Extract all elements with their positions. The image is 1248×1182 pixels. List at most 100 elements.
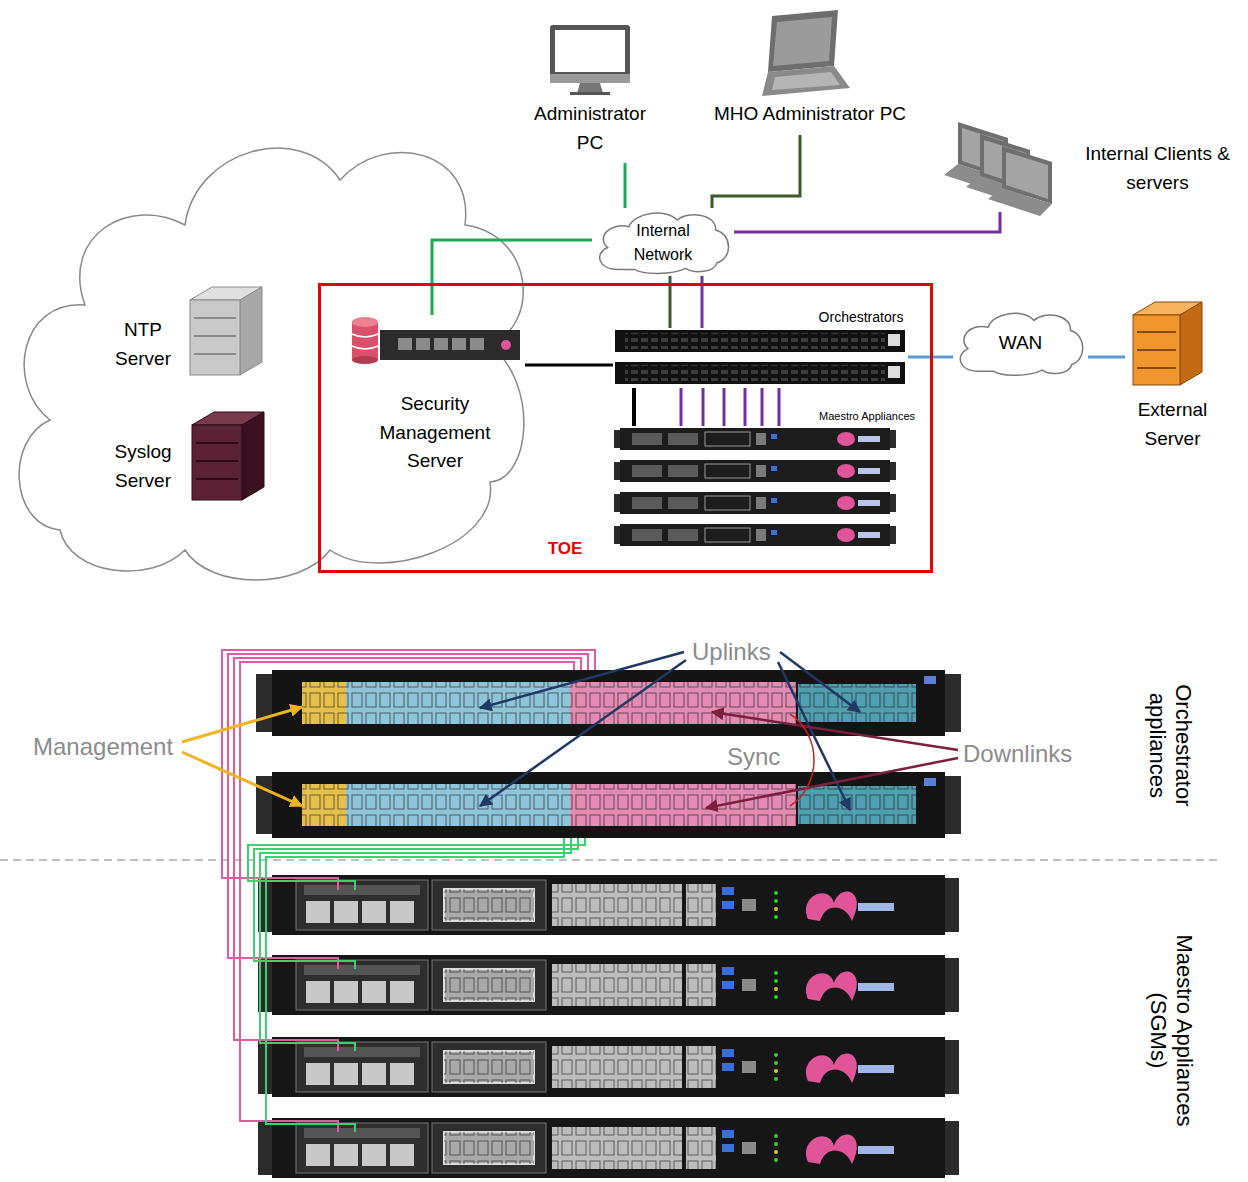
connector-line bbox=[702, 388, 705, 426]
orchestrator-body bbox=[615, 362, 905, 384]
callout-label: Sync bbox=[727, 743, 780, 772]
sync-link bbox=[790, 714, 814, 806]
connector-line bbox=[432, 240, 592, 315]
downlink-cable bbox=[260, 838, 571, 1051]
section-label: Orchestrator appliances bbox=[1144, 670, 1197, 820]
connector-line bbox=[525, 364, 613, 367]
client-group-node: Internal Clients & servers bbox=[940, 112, 1245, 212]
connector-line bbox=[778, 388, 781, 426]
orchestrator-body bbox=[615, 330, 905, 352]
maestro-unit-small bbox=[614, 524, 896, 546]
leader-arrow bbox=[480, 652, 684, 708]
connector-line bbox=[761, 388, 764, 426]
cloud-outline bbox=[960, 313, 1082, 375]
server-node: NTP Server bbox=[95, 280, 270, 380]
monitor-frame bbox=[550, 25, 630, 83]
sgm-unit bbox=[258, 955, 959, 1015]
server-side bbox=[242, 412, 264, 500]
callout-label: Management bbox=[33, 733, 173, 762]
callout-label: Downlinks bbox=[963, 740, 1072, 769]
orchestrator-unit bbox=[256, 670, 961, 736]
node-label: Administrator PC bbox=[525, 100, 655, 157]
downlink-cable bbox=[248, 838, 585, 890]
node-label: MHO Administrator PC bbox=[695, 100, 925, 129]
node-label: External Server bbox=[1125, 396, 1220, 453]
logo bbox=[501, 340, 511, 350]
leader-arrow bbox=[480, 660, 686, 806]
monitor-base bbox=[570, 92, 610, 95]
leader-arrow bbox=[182, 752, 302, 806]
rj45-port bbox=[398, 338, 412, 350]
maestro-unit-small bbox=[614, 428, 896, 450]
node-label: Security Management Server bbox=[365, 390, 505, 476]
separator-line bbox=[0, 859, 1222, 861]
monitor-stand bbox=[577, 83, 603, 93]
laptop-keyboard bbox=[772, 72, 840, 90]
server-front bbox=[190, 300, 240, 375]
database-cylinder bbox=[352, 322, 378, 360]
maestro-unit-small bbox=[614, 492, 896, 514]
status-panel bbox=[888, 334, 900, 346]
cable-group bbox=[222, 650, 595, 1132]
server-front bbox=[192, 425, 242, 500]
node-label: WAN bbox=[963, 329, 1078, 358]
wan-cloud: WAN bbox=[953, 308, 1088, 378]
leader-arrow bbox=[780, 652, 860, 712]
database-bottom bbox=[352, 356, 378, 364]
leader-arrow bbox=[182, 707, 302, 742]
cable-group bbox=[248, 838, 585, 1132]
laptop-display bbox=[773, 17, 832, 66]
server-side bbox=[240, 287, 262, 375]
server-slots bbox=[196, 443, 238, 479]
cloud-outline bbox=[19, 148, 524, 580]
appliance-body bbox=[380, 330, 520, 360]
rj45-port bbox=[416, 338, 430, 350]
rj45-port bbox=[470, 338, 484, 350]
section-label: Maestro Appliances (SGMs) bbox=[1144, 923, 1197, 1138]
monitor-screen bbox=[555, 30, 625, 72]
database-top bbox=[352, 317, 378, 327]
orchestrator-unit bbox=[256, 772, 961, 838]
downlink-cable bbox=[228, 654, 588, 969]
connector-line bbox=[1088, 356, 1125, 359]
callout-label: Uplinks bbox=[692, 638, 771, 667]
rj45-port bbox=[452, 338, 466, 350]
sgm-unit bbox=[258, 875, 959, 935]
rj45-port bbox=[434, 338, 448, 350]
server-slots bbox=[194, 318, 236, 354]
orchestrators-node: Orchestrators bbox=[613, 328, 908, 388]
pc-node: Administrator PC bbox=[510, 18, 670, 163]
server-node: External Server bbox=[1125, 298, 1224, 458]
connector-line bbox=[734, 212, 1000, 232]
node-label: NTP Server bbox=[97, 316, 189, 373]
downlink-cable bbox=[266, 838, 564, 1132]
node-label: TOE bbox=[530, 536, 600, 562]
network-cloud: Internal Network bbox=[592, 208, 734, 276]
laptop-icon bbox=[988, 146, 1052, 216]
server-slots bbox=[1137, 332, 1176, 368]
port-texture bbox=[625, 365, 885, 381]
connector-line bbox=[680, 388, 683, 426]
maestro-unit-small bbox=[614, 460, 896, 482]
connector-line bbox=[624, 163, 627, 208]
server-side bbox=[1180, 302, 1202, 385]
server-front bbox=[1133, 315, 1180, 385]
downlink-cable bbox=[240, 662, 574, 1132]
node-label: Internal Clients & servers bbox=[1075, 140, 1240, 197]
node-label: Maestro Appliances bbox=[808, 410, 926, 423]
management-server-node: Security Management Server bbox=[350, 315, 525, 483]
downlink-cable bbox=[234, 658, 581, 1051]
connector-line bbox=[712, 135, 800, 208]
database-bands bbox=[352, 334, 378, 349]
laptop-base bbox=[762, 66, 850, 96]
cloud-outline bbox=[600, 213, 729, 273]
sgm-unit bbox=[258, 1118, 959, 1178]
node-label: Syslog Server bbox=[95, 438, 191, 495]
port-texture bbox=[625, 333, 885, 349]
pc-node: MHO Administrator PC bbox=[695, 5, 929, 135]
connector-line bbox=[632, 388, 636, 426]
monitor-chin bbox=[550, 74, 630, 83]
connector-line bbox=[744, 388, 747, 426]
